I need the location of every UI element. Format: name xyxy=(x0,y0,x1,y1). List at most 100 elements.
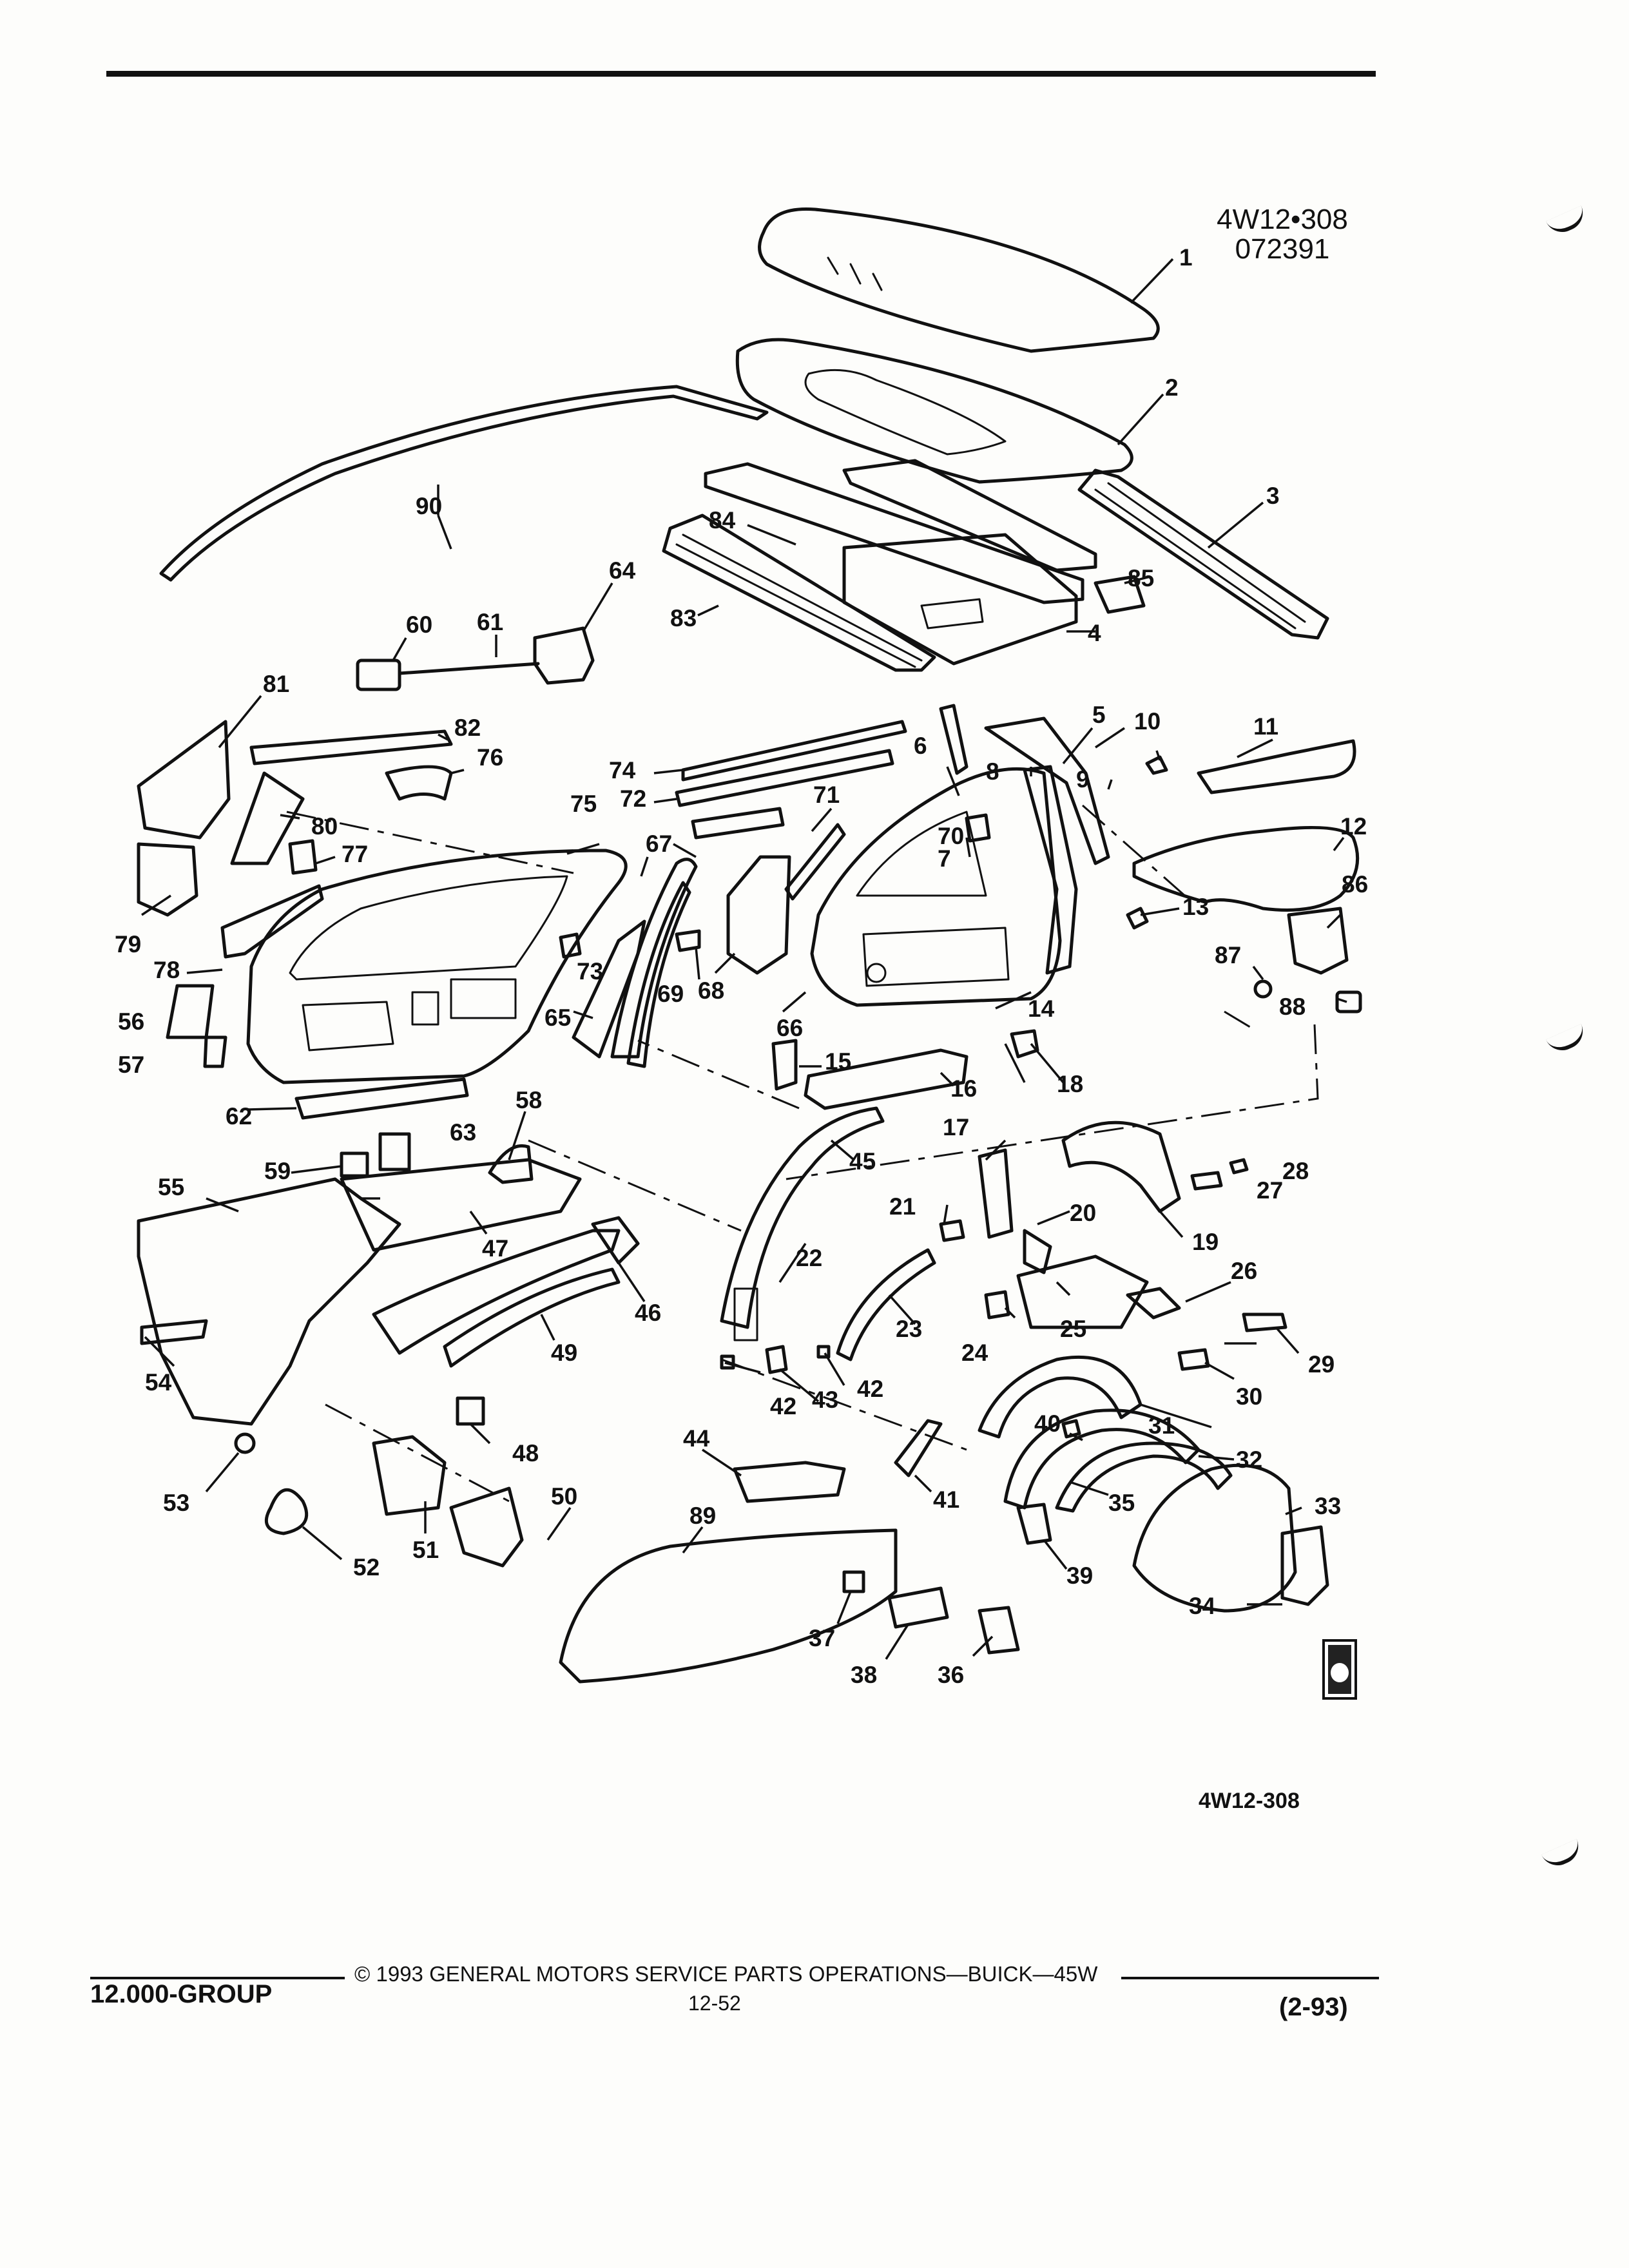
part-rear-door-frame xyxy=(810,767,1062,1007)
part-roof-rail xyxy=(1077,468,1329,640)
callout-21: 21 xyxy=(889,1193,916,1220)
part-lower-front-pieces xyxy=(234,1396,524,1568)
callout-42b: 42 xyxy=(857,1376,883,1402)
callout-17: 17 xyxy=(943,1114,969,1140)
alignment-lines xyxy=(286,804,1319,1503)
callout-47: 47 xyxy=(482,1235,508,1262)
part-rear-wheelhouse xyxy=(894,1355,1329,1613)
callout-1: 1 xyxy=(1179,244,1193,271)
part-hinge-rod-assembly xyxy=(356,626,595,691)
callout-28: 28 xyxy=(1282,1158,1309,1184)
part-roof-reinforcements xyxy=(662,459,1146,672)
callout-3: 3 xyxy=(1266,483,1280,509)
callout-59: 59 xyxy=(264,1158,291,1184)
part-front-door-frame xyxy=(246,849,628,1084)
part-roof-weatherstrip xyxy=(159,385,769,582)
callout-53: 53 xyxy=(163,1490,189,1516)
part-rear-pillar xyxy=(720,1106,885,1341)
callout-33: 33 xyxy=(1315,1493,1341,1519)
part-upper-rear-pieces xyxy=(939,704,1110,975)
callout-38: 38 xyxy=(851,1662,877,1688)
footer-page-number: 12-52 xyxy=(688,1992,741,2015)
callout-64: 64 xyxy=(609,557,636,584)
callout-32: 32 xyxy=(1236,1446,1262,1473)
callout-39: 39 xyxy=(1066,1562,1093,1589)
callout-23: 23 xyxy=(896,1316,922,1342)
callout-45: 45 xyxy=(849,1148,876,1175)
callout-12: 12 xyxy=(1340,813,1367,840)
callout-27: 27 xyxy=(1257,1177,1283,1204)
callout-76: 76 xyxy=(477,744,503,771)
callout-18: 18 xyxy=(1057,1071,1083,1097)
gm-spo-logo-mark xyxy=(1328,1645,1351,1694)
callout-46: 46 xyxy=(635,1300,661,1326)
callout-26: 26 xyxy=(1231,1258,1257,1284)
callout-29: 29 xyxy=(1308,1351,1335,1378)
callout-85: 85 xyxy=(1128,565,1154,591)
part-front-rocker-pieces xyxy=(294,1077,534,1184)
part-wheel-arch xyxy=(720,1248,936,1374)
callout-48: 48 xyxy=(512,1440,539,1466)
callout-20: 20 xyxy=(1070,1200,1096,1226)
callout-51: 51 xyxy=(412,1537,439,1563)
footer-revision-date: (2-93) xyxy=(1279,1993,1348,2021)
gm-spo-logo-icon xyxy=(1322,1639,1357,1700)
illustration-reference: 4W12•308 072391 xyxy=(1199,205,1366,264)
callout-73: 73 xyxy=(577,958,603,985)
callout-14: 14 xyxy=(1028,995,1055,1022)
part-front-pillar-pieces xyxy=(137,720,324,1068)
callout-61: 61 xyxy=(477,609,503,635)
callout-36: 36 xyxy=(938,1662,964,1688)
callout-6: 6 xyxy=(914,733,927,759)
callout-83: 83 xyxy=(670,605,697,631)
callout-65: 65 xyxy=(545,1004,571,1031)
leader-lines xyxy=(141,258,1347,1660)
callout-30: 30 xyxy=(1236,1383,1262,1410)
callout-68: 68 xyxy=(698,977,724,1004)
part-roof-side-rails xyxy=(675,720,907,901)
callout-31: 31 xyxy=(1148,1412,1175,1439)
callout-44: 44 xyxy=(683,1425,710,1452)
part-rear-quarter-outer xyxy=(1126,739,1362,1014)
part-rocker-pieces xyxy=(771,1029,1039,1110)
callout-13: 13 xyxy=(1182,894,1209,920)
callout-49: 49 xyxy=(551,1340,577,1366)
figure-code: 4W12-308 xyxy=(1199,1789,1300,1813)
callout-40: 40 xyxy=(1034,1410,1061,1437)
callout-22: 22 xyxy=(796,1245,822,1271)
callout-25: 25 xyxy=(1060,1316,1086,1342)
illustration-code: 4W12•308 xyxy=(1217,204,1348,235)
part-front-strips xyxy=(249,729,453,801)
callout-75: 75 xyxy=(570,791,597,817)
callout-60: 60 xyxy=(406,611,432,638)
callout-81: 81 xyxy=(263,671,289,697)
part-center-pillars xyxy=(559,858,701,1068)
part-inner-quarter-panel xyxy=(726,855,791,975)
callout-77: 77 xyxy=(342,841,368,867)
callout-88: 88 xyxy=(1279,994,1306,1020)
footer-group-label: 12.000-GROUP xyxy=(90,1980,273,2008)
callout-2: 2 xyxy=(1165,374,1179,401)
callout-8: 8 xyxy=(986,758,999,785)
callout-50: 50 xyxy=(551,1483,577,1510)
callout-24: 24 xyxy=(961,1340,988,1366)
part-roof-bow xyxy=(842,533,1078,666)
callout-54: 54 xyxy=(145,1369,172,1396)
callout-69: 69 xyxy=(657,981,684,1007)
callout-63: 63 xyxy=(450,1119,476,1146)
callout-11: 11 xyxy=(1253,713,1278,740)
callout-74: 74 xyxy=(609,757,636,783)
callout-70: 70 xyxy=(938,823,964,849)
header-rule xyxy=(106,71,1376,77)
footer-rule-right xyxy=(1121,1977,1379,1979)
part-front-apron xyxy=(137,1158,640,1426)
callout-10: 10 xyxy=(1134,708,1161,735)
callout-7: 7 xyxy=(938,845,951,872)
callout-90: 90 xyxy=(416,493,442,519)
callout-42a: 42 xyxy=(770,1393,796,1419)
callout-78: 78 xyxy=(153,957,180,983)
callout-16: 16 xyxy=(950,1075,977,1102)
callout-9: 9 xyxy=(1076,766,1090,793)
